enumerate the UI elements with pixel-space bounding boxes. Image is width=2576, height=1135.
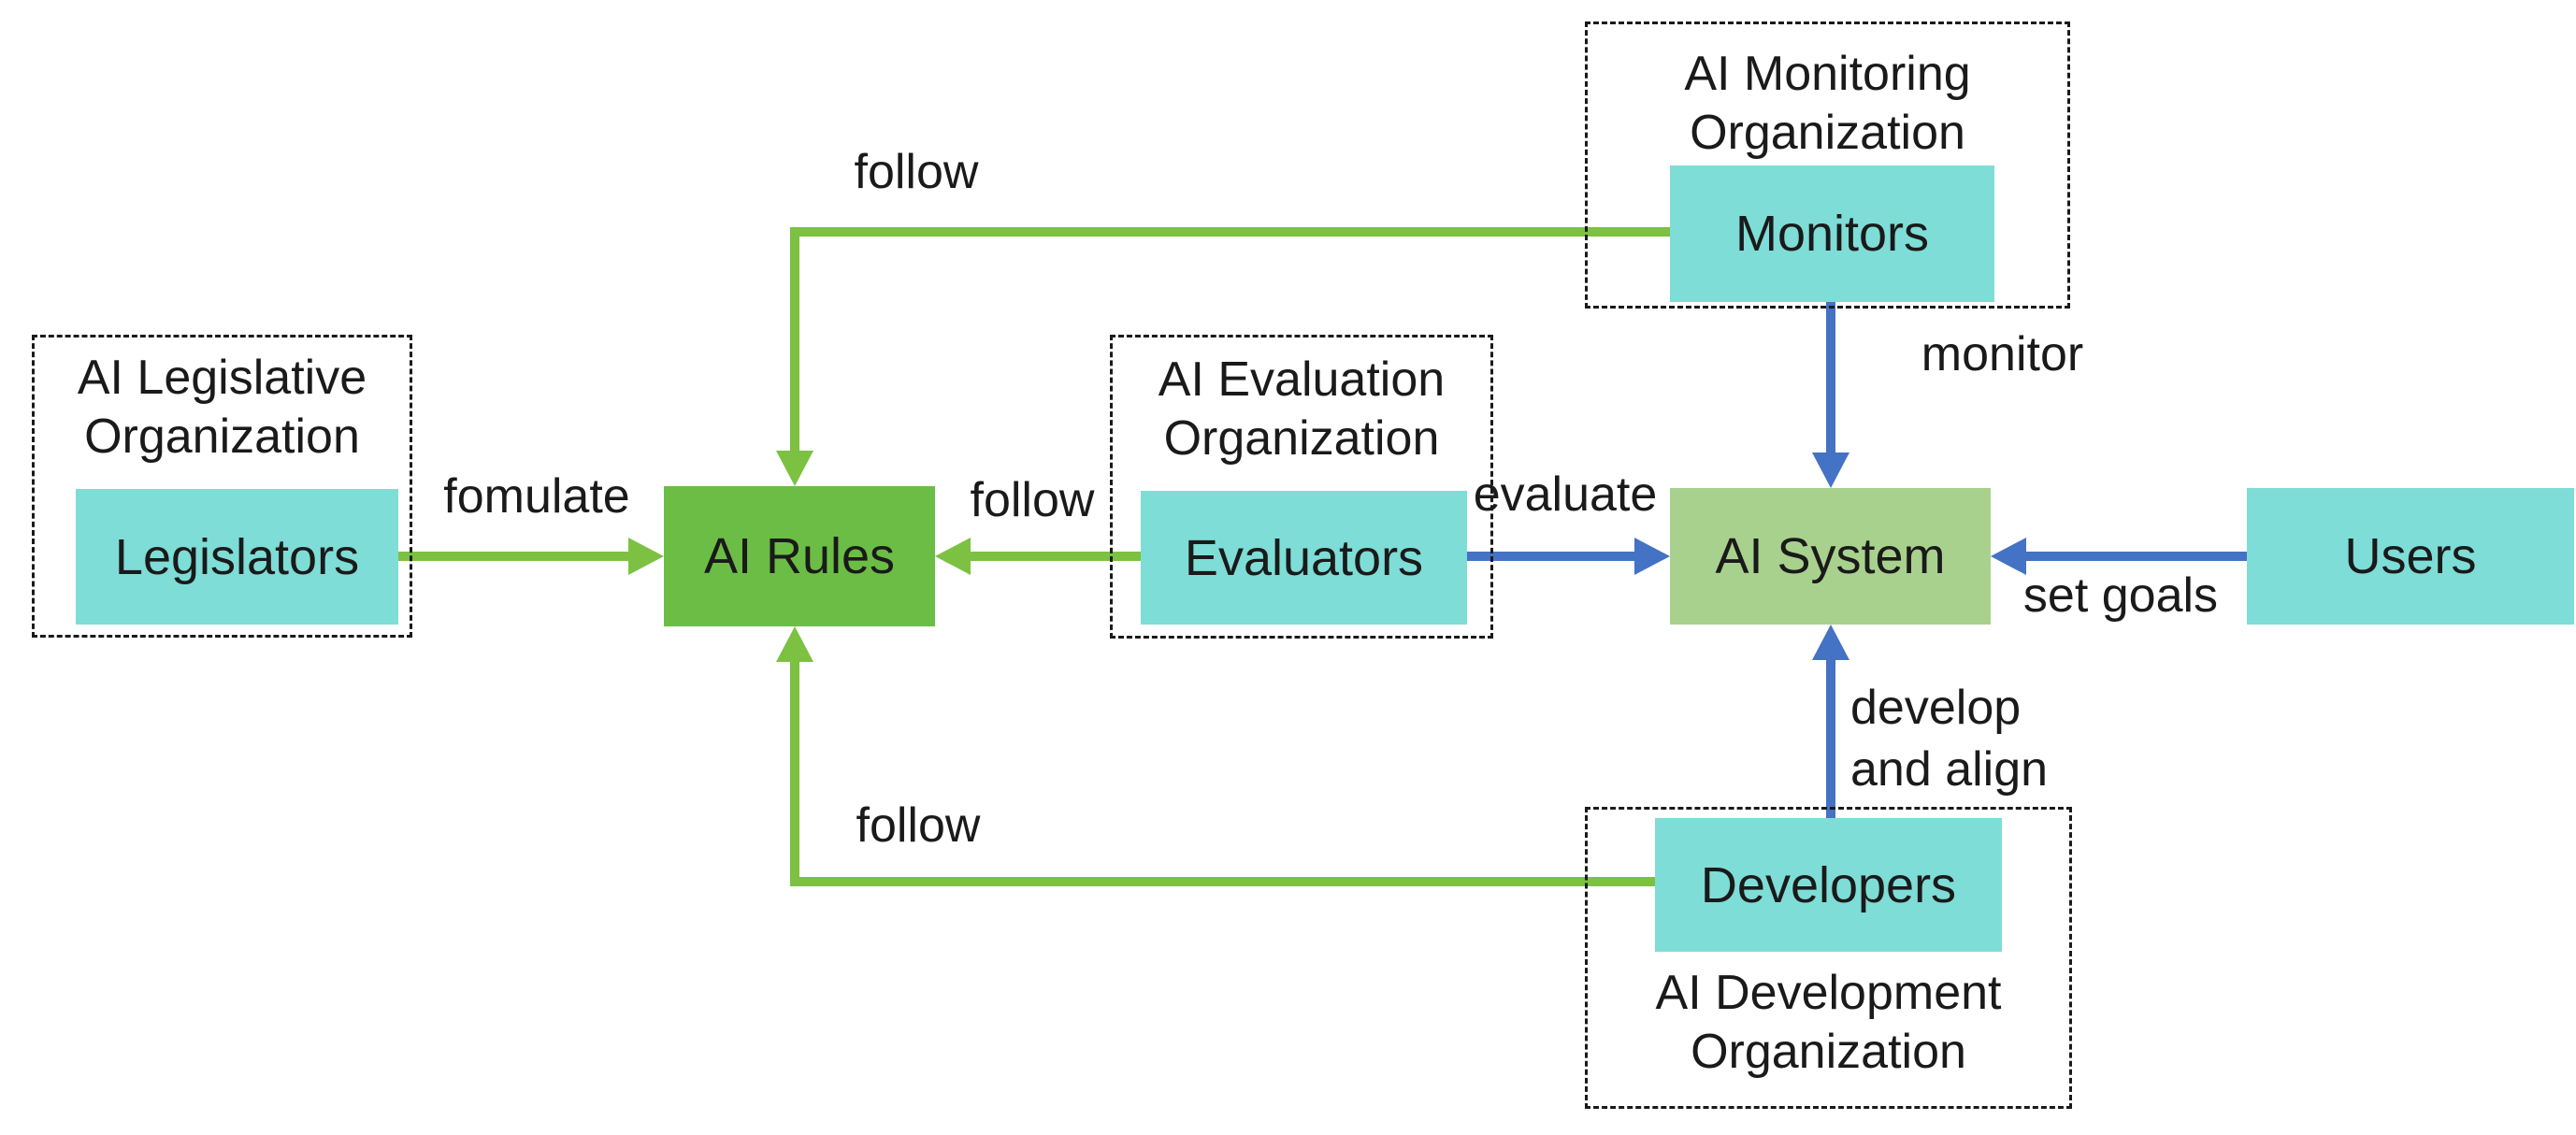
arrowhead-evaluate — [1634, 538, 1670, 575]
group-label: AI Legislative Organization — [78, 349, 367, 467]
arrowhead-monitor — [1812, 453, 1849, 488]
arrowhead-fomulate — [628, 538, 664, 575]
group-ai-legislative-organization: AI Legislative Organization — [32, 335, 412, 638]
edge-label-develop-and-align: develop and align — [1850, 677, 2048, 800]
node-legislators: Legislators — [76, 489, 398, 625]
node-label: Legislators — [114, 528, 360, 585]
edge-set-goals-line — [2024, 552, 2247, 561]
edge-label-follow-top: follow — [854, 145, 979, 199]
node-users: Users — [2247, 488, 2574, 625]
node-label: Users — [2344, 528, 2477, 584]
group-label-line1: AI Legislative — [77, 351, 367, 405]
node-ai-system: AI System — [1670, 488, 1991, 625]
node-label: Developers — [1700, 856, 1957, 913]
edge-label-follow-mid: follow — [970, 473, 1095, 527]
group-label-line2: Organization — [84, 409, 360, 464]
node-label: Evaluators — [1184, 529, 1424, 586]
edge-label-follow-bottom: follow — [856, 798, 981, 853]
group-label-line1: AI Monitoring — [1684, 47, 1971, 101]
edge-label-develop-line1: develop — [1850, 681, 2022, 735]
group-label: AI Monitoring Organization — [1684, 45, 1970, 163]
group-label: AI Development Organization — [1656, 964, 2002, 1082]
node-developers: Developers — [1655, 818, 2002, 952]
edge-develop-line — [1826, 658, 1835, 818]
edge-label-fomulate: fomulate — [443, 469, 630, 524]
edge-follow-bottom-vline — [790, 660, 799, 886]
edge-fomulate-line — [398, 552, 628, 561]
edge-follow-top-vline — [790, 227, 799, 453]
node-ai-rules: AI Rules — [664, 486, 935, 626]
edge-monitor-line — [1826, 302, 1835, 454]
node-label: AI System — [1715, 528, 1946, 584]
node-monitors: Monitors — [1670, 165, 1994, 302]
group-ai-evaluation-organization: AI Evaluation Organization — [1110, 335, 1493, 639]
edge-follow-bottom-hline — [790, 877, 1655, 886]
edge-label-set-goals: set goals — [2022, 568, 2219, 623]
group-label-line2: Organization — [1691, 1025, 1966, 1079]
arrowhead-set-goals — [1991, 538, 2026, 575]
arrowhead-follow-mid — [935, 538, 971, 575]
group-ai-development-organization: AI Development Organization — [1585, 807, 2072, 1109]
arrowhead-follow-bottom — [776, 626, 813, 662]
group-label: AI Evaluation Organization — [1158, 351, 1445, 468]
group-label-line2: Organization — [1690, 106, 1965, 160]
edge-follow-mid-line — [969, 552, 1141, 561]
group-label-line2: Organization — [1163, 411, 1440, 466]
arrowhead-follow-top — [776, 451, 813, 486]
group-label-line1: AI Evaluation — [1158, 352, 1446, 407]
group-label-line1: AI Development — [1655, 966, 2002, 1020]
edge-label-monitor: monitor — [1921, 327, 2084, 381]
edge-follow-top-hline — [790, 227, 1670, 237]
group-ai-monitoring-organization: AI Monitoring Organization — [1585, 22, 2070, 309]
edge-evaluate-line — [1467, 552, 1636, 561]
edge-label-develop-line2: and align — [1850, 742, 2049, 797]
node-evaluators: Evaluators — [1141, 491, 1467, 625]
arrowhead-develop — [1812, 625, 1849, 660]
edge-label-evaluate: evaluate — [1473, 467, 1658, 522]
node-label: AI Rules — [703, 528, 896, 584]
node-label: Monitors — [1734, 206, 1930, 262]
